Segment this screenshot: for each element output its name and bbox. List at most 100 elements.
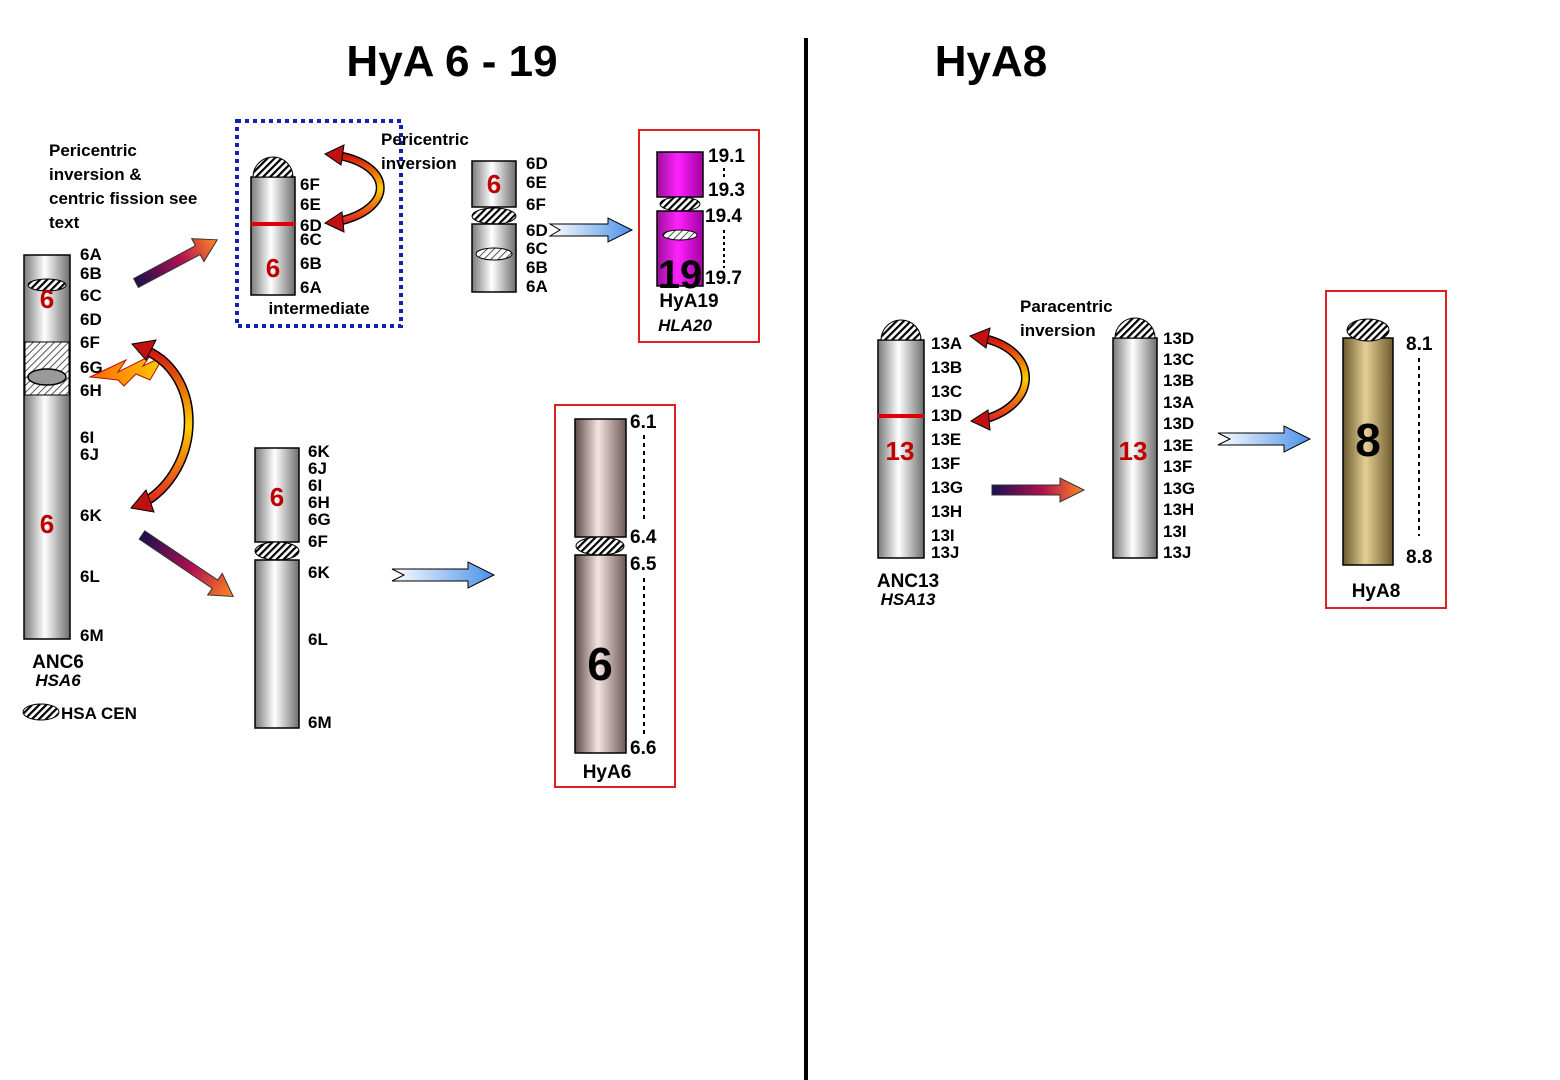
hya6-name: HyA6: [583, 762, 632, 783]
mid6-19-chromosome: [471, 160, 517, 293]
hya19-name: HyA19: [659, 291, 718, 312]
band-label: 6G: [308, 510, 331, 529]
intermediate-chromosome: [250, 156, 296, 296]
anc6-name: ANC6: [32, 652, 84, 673]
anc13-number: 13: [886, 436, 915, 466]
band-label: 6A: [300, 278, 322, 297]
band-label: 6L: [308, 630, 328, 649]
band-label: 13D: [931, 406, 962, 425]
band-label: 13I: [931, 526, 955, 545]
hya8-number: 8: [1355, 414, 1381, 466]
band-label: 19.3: [708, 180, 745, 201]
arrow-to-mid6-icon: [138, 530, 235, 598]
band-label: 6F: [80, 333, 100, 352]
hya19-chromosome: [656, 151, 704, 287]
band-label: 6K: [308, 442, 330, 461]
anc6-chromosome: [23, 254, 71, 640]
band-label: 19.7: [705, 268, 742, 289]
pericentric-note: inversion: [381, 154, 457, 173]
band-label: 13F: [1163, 457, 1192, 476]
band-label: 13A: [1163, 393, 1194, 412]
band-label: 6C: [300, 230, 322, 249]
centromere-icon: [471, 207, 517, 225]
band-label: 19.1: [708, 146, 745, 167]
legend-label: HSA CEN: [61, 704, 137, 723]
band-label: 6.4: [630, 527, 657, 548]
mid6-19-bands: 6D 6E 6F 6D 6C 6B 6A: [526, 154, 548, 296]
anc13-name: ANC13: [877, 571, 939, 592]
title-hya6-19: HyA 6 - 19: [346, 37, 557, 86]
band-label: 6F: [308, 532, 328, 551]
hsa-centromere-icon: [475, 247, 513, 261]
hya8-chromosome: [1342, 318, 1394, 566]
telomere-icon: [1114, 317, 1156, 339]
band-label: 6.6: [630, 738, 656, 759]
band-label: 6F: [526, 195, 546, 214]
band-label: 6M: [308, 713, 332, 732]
hsa-cen-legend-icon: [22, 703, 60, 721]
band-label: 6A: [80, 245, 102, 264]
band-label: 6B: [300, 254, 322, 273]
hya19-number: 19: [658, 253, 703, 297]
centromere-icon: [27, 278, 67, 292]
band-label: 6G: [80, 358, 103, 377]
band-label: 6I: [308, 476, 322, 495]
band-label: 6H: [308, 493, 330, 512]
intermediate-frame: [235, 119, 403, 328]
band-label: 6D: [80, 310, 102, 329]
paracentric-curved-arrow-icon: [968, 327, 1030, 431]
anc6-number-top: 6: [40, 284, 54, 314]
anc13-hsa: HSA13: [881, 590, 936, 609]
arrow-to-mid13-icon: [991, 477, 1086, 503]
band-label: 6E: [526, 173, 547, 192]
band-label: 6L: [80, 567, 100, 586]
band-label: 13B: [1163, 371, 1194, 390]
band-label: 13G: [1163, 479, 1195, 498]
anc6-hsa: HSA6: [35, 671, 81, 690]
band-label: 13H: [931, 502, 962, 521]
fission-note: Pericentric inversion & centric fission …: [49, 141, 197, 232]
note-line: Pericentric: [49, 141, 137, 160]
mid6-bands: 6K 6J 6I 6H 6G 6F 6K 6L 6M: [308, 442, 332, 732]
band-label: 13G: [931, 478, 963, 497]
band-label: 13D: [1163, 414, 1194, 433]
band-label: 6H: [80, 381, 102, 400]
band-label: 6M: [80, 626, 104, 645]
intermediate-label: intermediate: [268, 299, 369, 318]
anc6-bands: 6A 6B 6C 6D 6F 6G 6H 6I 6J 6K 6L 6M: [80, 245, 104, 645]
band-label: 13J: [931, 543, 959, 562]
hya8-bands: 8.1 8.8: [1406, 334, 1433, 568]
hya19-bands: 19.1 19.3 19.4 19.7: [705, 146, 745, 289]
band-label: 6A: [526, 277, 548, 296]
hya6-chromosome: [574, 418, 627, 754]
band-label: 6B: [526, 258, 548, 277]
band-label: 13D: [1163, 329, 1194, 348]
centromere-icon: [575, 536, 625, 556]
anc6-number-bottom: 6: [40, 509, 54, 539]
hya8-name: HyA8: [1352, 581, 1401, 602]
band-label: 6I: [80, 428, 94, 447]
band-label: 6C: [80, 286, 102, 305]
intermediate-bands: 6F 6E 6D 6C 6B 6A: [300, 175, 322, 297]
arrow-to-hya8-icon: [1217, 425, 1312, 453]
band-label: 8.8: [1406, 547, 1432, 568]
band-label: 13E: [931, 430, 961, 449]
centromere-icon: [659, 196, 701, 212]
arrow-to-intermediate-icon: [132, 238, 219, 289]
note-line: inversion &: [49, 165, 142, 184]
centromere-icon: [1346, 318, 1390, 342]
hya8-frame: [1325, 290, 1447, 609]
band-label: 6E: [300, 195, 321, 214]
band-label: 13A: [931, 334, 962, 353]
band-label: 6J: [80, 445, 99, 464]
hya6-number: 6: [587, 638, 613, 690]
mid6-chromosome: [254, 447, 300, 729]
band-label: 6D: [526, 221, 548, 240]
mid6-number: 6: [270, 482, 284, 512]
telomere-icon: [880, 319, 922, 341]
band-label: 13F: [931, 454, 960, 473]
band-label: 6K: [80, 506, 102, 525]
hsa-centromere-icon: [27, 368, 67, 386]
band-label: 6F: [300, 175, 320, 194]
band-label: 6K: [308, 563, 330, 582]
